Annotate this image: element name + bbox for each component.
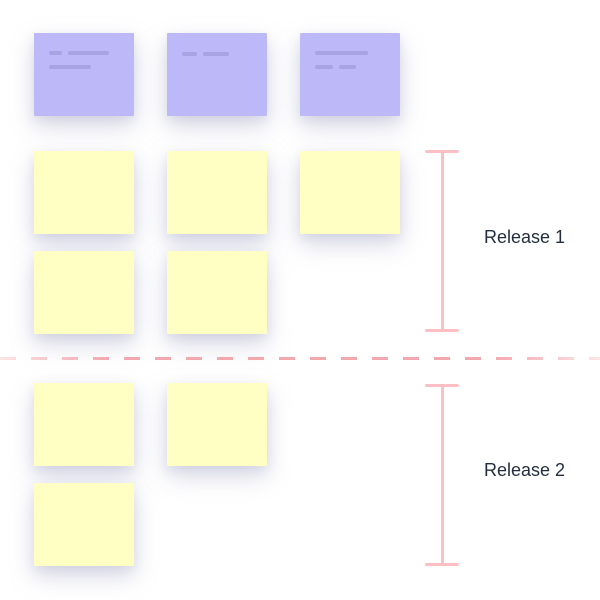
story-card: [167, 383, 267, 466]
placeholder-text-line: [315, 51, 388, 55]
release-1-label: Release 1: [484, 227, 566, 247]
placeholder-text-segment: [339, 65, 356, 69]
release-2-bracket: [425, 384, 459, 566]
placeholder-text-segment: [315, 51, 368, 55]
placeholder-text-segment: [68, 51, 109, 55]
release-divider-dashed-line: [0, 357, 600, 360]
placeholder-text-segment: [203, 52, 229, 56]
placeholder-text-segment: [182, 52, 197, 56]
story-card: [34, 483, 134, 566]
bracket-stem: [440, 151, 444, 331]
story-card: [34, 251, 134, 334]
story-card: [300, 151, 400, 234]
story-card: [167, 151, 267, 234]
story-card: [34, 383, 134, 466]
placeholder-text-segment: [49, 65, 91, 69]
story-card: [167, 251, 267, 334]
bracket-bottom-cap: [425, 563, 459, 566]
placeholder-text-line: [49, 65, 122, 69]
release-2-label: Release 2: [484, 460, 566, 480]
bracket-bottom-cap: [425, 329, 459, 332]
story-card: [34, 151, 134, 234]
placeholder-text-segment: [49, 51, 62, 55]
placeholder-text-line: [315, 65, 388, 69]
epic-card: [300, 33, 400, 116]
epic-card: [167, 33, 267, 116]
placeholder-text-line: [182, 52, 255, 56]
release-1-bracket: [425, 150, 459, 332]
epic-card: [34, 33, 134, 116]
placeholder-text-line: [49, 51, 122, 55]
bracket-stem: [440, 385, 444, 565]
placeholder-text-segment: [315, 65, 333, 69]
